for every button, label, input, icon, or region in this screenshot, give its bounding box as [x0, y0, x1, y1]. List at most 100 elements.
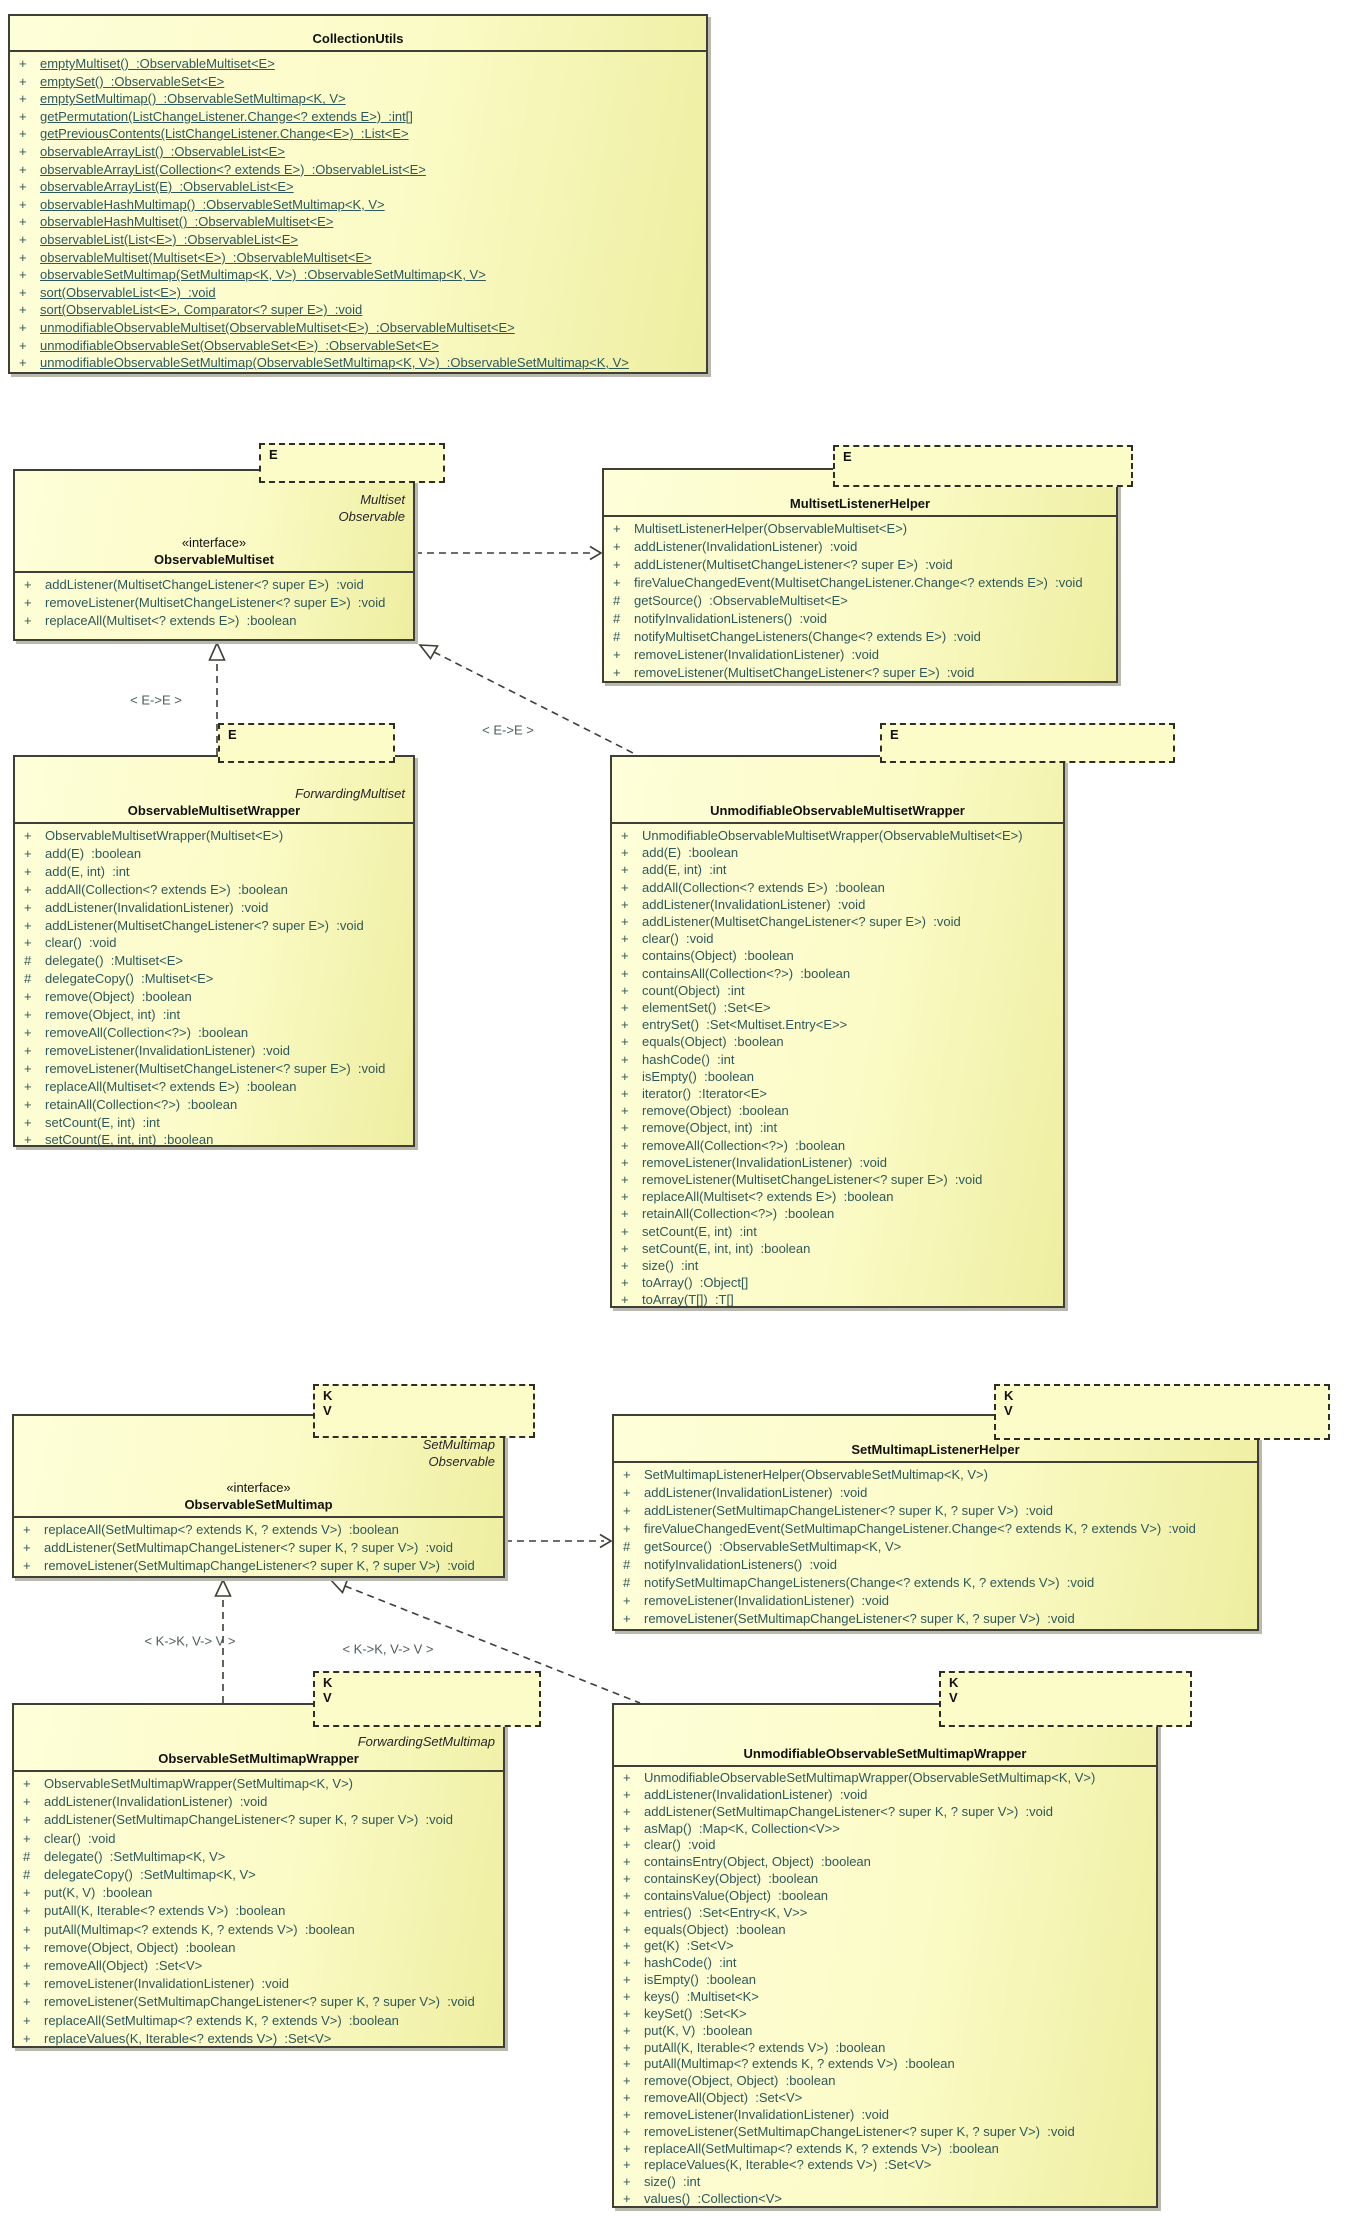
visibility-symbol: + [24, 935, 32, 951]
method-row: #delegate() :SetMultimap<K, V> [14, 1848, 503, 1866]
class-unmodifiableobservablesetmultimapwrapper[interactable]: UnmodifiableObservableSetMultimapWrapper… [612, 1703, 1158, 2208]
method-row: #notifyMultisetChangeListeners(Change<? … [604, 628, 1116, 646]
method-signature: getPermutation(ListChangeListener.Change… [40, 108, 413, 124]
method-row: +replaceValues(K, Iterable<? extends V>)… [14, 2030, 503, 2046]
visibility-symbol: + [623, 1904, 631, 1920]
visibility-symbol: + [621, 1223, 629, 1239]
visibility-symbol: + [19, 161, 27, 177]
method-signature: addListener(SetMultimapChangeListener<? … [644, 1803, 1054, 1819]
type-parameter-label: K [1004, 1388, 1014, 1403]
supertype-label: ForwardingMultiset [295, 786, 405, 801]
method-row: +ObservableSetMultimapWrapper(SetMultima… [14, 1775, 503, 1793]
type-parameter-label: K [949, 1675, 959, 1690]
method-signature: replaceValues(K, Iterable<? extends V>) … [44, 2030, 332, 2046]
class-collectionutils[interactable]: CollectionUtils+emptyMultiset() :Observa… [8, 14, 708, 374]
class-name: UnmodifiableObservableMultisetWrapper [710, 803, 965, 818]
relation-label-unmod-setmultimap-wrapper: < K->K, V-> V > [342, 1641, 434, 1657]
class-header: CollectionUtils [10, 16, 706, 50]
method-signature: removeListener(SetMultimapChangeListener… [644, 1611, 1075, 1626]
supertype-label: Multiset [360, 492, 405, 507]
method-signature: observableList(List<E>) :ObservableList<… [40, 231, 298, 247]
visibility-symbol: + [621, 931, 629, 947]
stereotype-label: «interface» [226, 1480, 291, 1495]
method-row: +add(E, int) :int [15, 863, 413, 881]
visibility-symbol: + [621, 879, 629, 895]
visibility-symbol: + [24, 917, 32, 933]
method-row: +addListener(MultisetChangeListener<? su… [15, 917, 413, 935]
visibility-symbol: + [19, 249, 27, 265]
dependency-arrow-multiset-helper [415, 545, 603, 561]
method-row: +addListener(SetMultimapChangeListener<?… [614, 1502, 1257, 1520]
method-signature: clear() :void [644, 1837, 716, 1853]
method-signature: observableArrayList(E) :ObservableList<E… [40, 179, 294, 195]
method-row: +putAll(K, Iterable<? extends V>) :boole… [614, 2040, 1156, 2057]
class-unmodifiableobservablemultisetwrapper[interactable]: UnmodifiableObservableMultisetWrapper+Un… [610, 755, 1065, 1308]
method-signature: addListener(SetMultimapChangeListener<? … [44, 1812, 454, 1828]
method-row: +putAll(Multimap<? extends K, ? extends … [614, 2056, 1156, 2073]
method-signature: observableMultiset(Multiset<E>) :Observa… [40, 249, 372, 265]
method-signature: put(K, V) :boolean [44, 1885, 153, 1901]
method-signature: addListener(SetMultimapChangeListener<? … [44, 1540, 454, 1555]
visibility-symbol: + [23, 1976, 31, 1992]
visibility-symbol: + [23, 1921, 31, 1937]
method-row: +replaceAll(Multiset<? extends E>) :bool… [15, 1078, 413, 1096]
method-row: +remove(Object, int) :int [612, 1119, 1063, 1136]
method-row: +unmodifiableObservableSetMultimap(Obser… [10, 354, 706, 372]
method-row: +values() :Collection<V> [614, 2191, 1156, 2206]
method-signature: observableArrayList() :ObservableList<E> [40, 143, 285, 159]
method-signature: isEmpty() :boolean [642, 1068, 754, 1084]
visibility-symbol: + [19, 73, 27, 89]
visibility-symbol: + [23, 1794, 31, 1810]
visibility-symbol: + [623, 1770, 631, 1785]
method-signature: addListener(InvalidationListener) :void [644, 1786, 868, 1802]
method-row: +replaceAll(Multiset<? extends E>) :bool… [612, 1188, 1063, 1205]
visibility-symbol: + [24, 1114, 32, 1130]
class-setmultimaplistenerhelper[interactable]: SetMultimapListenerHelper+SetMultimapLis… [612, 1414, 1259, 1631]
method-row: #delegateCopy() :Multiset<E> [15, 970, 413, 988]
method-row: #notifyInvalidationListeners() :void [604, 610, 1116, 628]
class-multisetlistenerhelper[interactable]: MultisetListenerHelper+MultisetListenerH… [602, 468, 1118, 683]
method-row: + observableMultiset(Multiset<E>) :Observ… [10, 249, 706, 267]
visibility-symbol: + [623, 2056, 631, 2072]
method-row: +addListener(MultisetChangeListener<? su… [612, 913, 1063, 930]
class-name: ObservableMultisetWrapper [127, 803, 301, 818]
visibility-symbol: + [19, 126, 27, 142]
method-compartment: +SetMultimapListenerHelper(ObservableSet… [614, 1461, 1257, 1628]
visibility-symbol: + [19, 108, 27, 124]
visibility-symbol: # [613, 629, 621, 644]
method-signature: notifyInvalidationListeners() :void [634, 611, 827, 626]
visibility-symbol: + [621, 1103, 629, 1119]
method-signature: removeListener(MultisetChangeListener<? … [45, 595, 386, 610]
visibility-symbol: + [23, 1939, 31, 1955]
method-signature: addListener(MultisetChangeListener<? sup… [634, 557, 953, 572]
method-row: +containsEntry(Object, Object) :boolean [614, 1854, 1156, 1871]
type-parameter-label: K [323, 1675, 333, 1690]
method-row: +replaceValues(K, Iterable<? extends V>)… [614, 2157, 1156, 2174]
method-signature: containsKey(Object) :boolean [644, 1871, 819, 1887]
method-row: +size() :int [612, 1257, 1063, 1274]
method-signature: retainAll(Collection<?>) :boolean [642, 1206, 835, 1222]
method-row: +remove(Object, int) :int [15, 1006, 413, 1024]
visibility-symbol: # [23, 1848, 31, 1864]
method-signature: addListener(InvalidationListener) :void [644, 1485, 868, 1500]
method-signature: MultisetListenerHelper(ObservableMultise… [634, 521, 908, 536]
method-row: +remove(Object) :boolean [612, 1102, 1063, 1119]
method-signature: hashCode() :int [644, 1955, 737, 1971]
visibility-symbol: + [621, 1172, 629, 1188]
visibility-symbol: + [621, 1137, 629, 1153]
method-row: +addAll(Collection<? extends E>) :boolea… [15, 881, 413, 899]
visibility-symbol: + [24, 881, 32, 897]
visibility-symbol: + [23, 2012, 31, 2028]
method-row: +unmodifiableObservableMultiset(Observab… [10, 319, 706, 337]
visibility-symbol: + [19, 196, 27, 212]
visibility-symbol: + [623, 2106, 631, 2122]
method-row: +removeListener(InvalidationListener) :v… [614, 1592, 1257, 1610]
method-signature: delegateCopy() :Multiset<E> [45, 971, 214, 987]
method-signature: entries() :Set<Entry<K, V>> [644, 1904, 808, 1920]
method-signature: remove(Object, Object) :boolean [644, 2073, 836, 2089]
method-signature: UnmodifiableObservableSetMultimapWrapper… [644, 1770, 1096, 1785]
